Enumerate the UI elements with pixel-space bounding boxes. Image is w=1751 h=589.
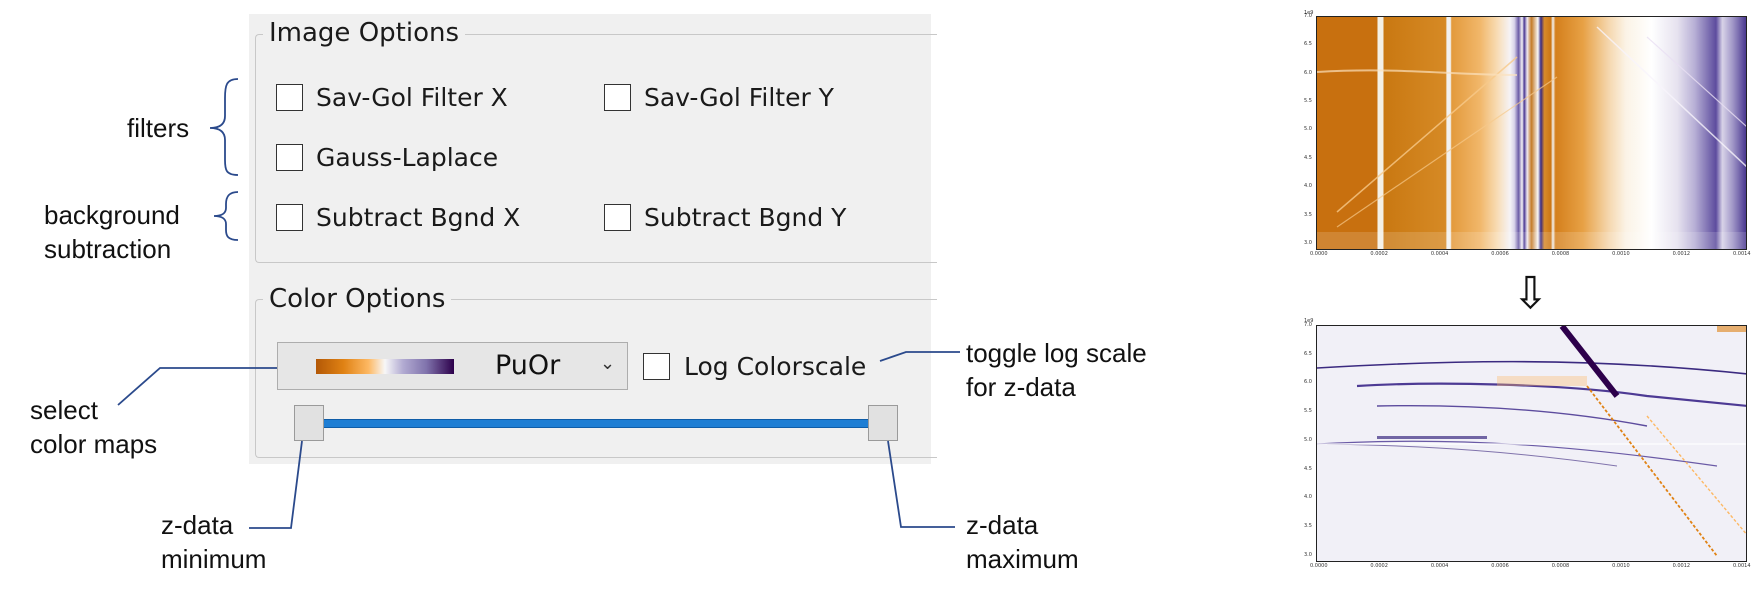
toggle-log-scale-annotation-line2: for z-data [966, 372, 1076, 402]
color-options-group [255, 299, 937, 458]
gauss-laplace-checkbox[interactable] [276, 144, 303, 171]
select-color-maps-annotation-line1: select [30, 395, 98, 425]
z-data-minimum-annotation-line1: z-data [161, 510, 234, 540]
top-plot-y-tick: 6.0 [1304, 69, 1312, 76]
gauss-laplace-label[interactable]: Gauss-Laplace [316, 143, 499, 172]
top-plot-y-tick: 7.0 [1304, 13, 1312, 19]
savgol-filter-x-label[interactable]: Sav-Gol Filter X [316, 83, 508, 112]
bottom-plot-image [1316, 325, 1747, 562]
top-plot-exponent-label: 1e9 [1304, 10, 1314, 16]
bottom-plot-y-tick: 5.5 [1304, 408, 1312, 415]
bottom-plot-x-tick: 0.0012 [1672, 563, 1691, 569]
z-max-slider-handle[interactable] [868, 405, 898, 441]
subtract-bgnd-x-label[interactable]: Subtract Bgnd X [316, 203, 521, 232]
image-options-title: Image Options [263, 18, 466, 48]
savgol-filter-x-checkbox[interactable] [276, 84, 303, 111]
top-plot-overlay [1317, 26, 1746, 249]
subtract-bgnd-x-checkbox[interactable] [276, 204, 303, 231]
top-plot-x-tick: 0.0012 [1672, 251, 1691, 257]
top-plot-y-tick: 3.5 [1304, 211, 1312, 218]
colormap-selected-label: PuOr [495, 350, 561, 381]
top-plot-x-tick: 0.0008 [1551, 251, 1570, 257]
top-plot-y-tick: 3.0 [1304, 239, 1312, 246]
toggle-log-scale-annotation-line1: toggle log scale [966, 338, 1147, 368]
top-plot-y-tick: 4.0 [1304, 183, 1312, 190]
bottom-plot-x-tick: 0.0006 [1491, 563, 1509, 569]
bottom-plot-y-tick: 4.5 [1304, 465, 1312, 472]
top-plot-y-tick: 6.5 [1304, 41, 1312, 48]
top-plot-x-tick: 0.0010 [1612, 251, 1630, 257]
colormap-combobox[interactable]: PuOr ⌄ [277, 342, 628, 390]
bottom-plot-x-tick: 0.0000 [1310, 563, 1328, 569]
bottom-plot-x-tick: 0.0014 [1733, 563, 1751, 569]
log-colorscale-checkbox[interactable] [643, 353, 670, 380]
bottom-plot-y-tick: 7.0 [1304, 322, 1312, 328]
bottom-plot-y-tick: 6.5 [1304, 350, 1312, 357]
image-options-group [255, 34, 937, 263]
chevron-down-icon: ⌄ [600, 353, 616, 374]
bottom-plot-exponent-label: 1e9 [1304, 318, 1314, 324]
bottom-plot-x-tick: 0.0008 [1551, 563, 1570, 569]
bottom-plot-y-tick: 4.0 [1304, 494, 1312, 501]
bottom-plot-x-tick: 0.0002 [1370, 563, 1388, 569]
bottom-plot-x-tick: 0.0010 [1612, 563, 1630, 569]
subtract-bgnd-y-checkbox[interactable] [604, 204, 631, 231]
top-plot-x-tick: 0.0004 [1430, 251, 1449, 257]
bottom-plot-y-tick: 6.0 [1304, 379, 1312, 386]
down-arrow-icon: ⇩ [1512, 268, 1549, 319]
select-color-maps-annotation-line2: color maps [30, 429, 158, 459]
top-plot-x-tick: 0.0002 [1370, 251, 1388, 257]
top-plot-x-tick: 0.0006 [1491, 251, 1509, 257]
z-min-slider-handle[interactable] [294, 405, 324, 441]
bottom-plot-y-tick: 5.0 [1304, 436, 1312, 443]
top-plot-y-tick: 5.0 [1304, 126, 1312, 133]
background-subtraction-annotation-line2: subtraction [44, 234, 172, 264]
top-plot-x-tick: 0.0014 [1733, 251, 1751, 257]
top-plot-image [1316, 16, 1747, 250]
bottom-plot-y-tick: 3.0 [1304, 551, 1312, 558]
color-options-title: Color Options [263, 284, 452, 314]
z-data-maximum-annotation-line1: z-data [966, 510, 1039, 540]
log-colorscale-label[interactable]: Log Colorscale [684, 352, 867, 381]
top-plot-y-tick: 4.5 [1304, 154, 1312, 161]
colormap-swatch [316, 359, 454, 374]
savgol-filter-y-checkbox[interactable] [604, 84, 631, 111]
bottom-plot-overlay [1317, 326, 1746, 557]
z-data-minimum-annotation-line2: minimum [161, 544, 267, 574]
filters-annotation: filters [127, 113, 190, 143]
savgol-filter-y-label[interactable]: Sav-Gol Filter Y [644, 83, 834, 112]
subtract-bgnd-y-label[interactable]: Subtract Bgnd Y [644, 203, 847, 232]
bottom-plot-y-tick: 3.5 [1304, 523, 1312, 530]
top-plot-x-tick: 0.0000 [1310, 251, 1328, 257]
bottom-plot-x-tick: 0.0004 [1430, 563, 1449, 569]
top-plot-y-tick: 5.5 [1304, 98, 1312, 105]
background-subtraction-annotation-line1: background [44, 200, 180, 230]
z-range-slider-track[interactable] [309, 419, 876, 428]
z-data-maximum-annotation-line2: maximum [966, 544, 1079, 574]
